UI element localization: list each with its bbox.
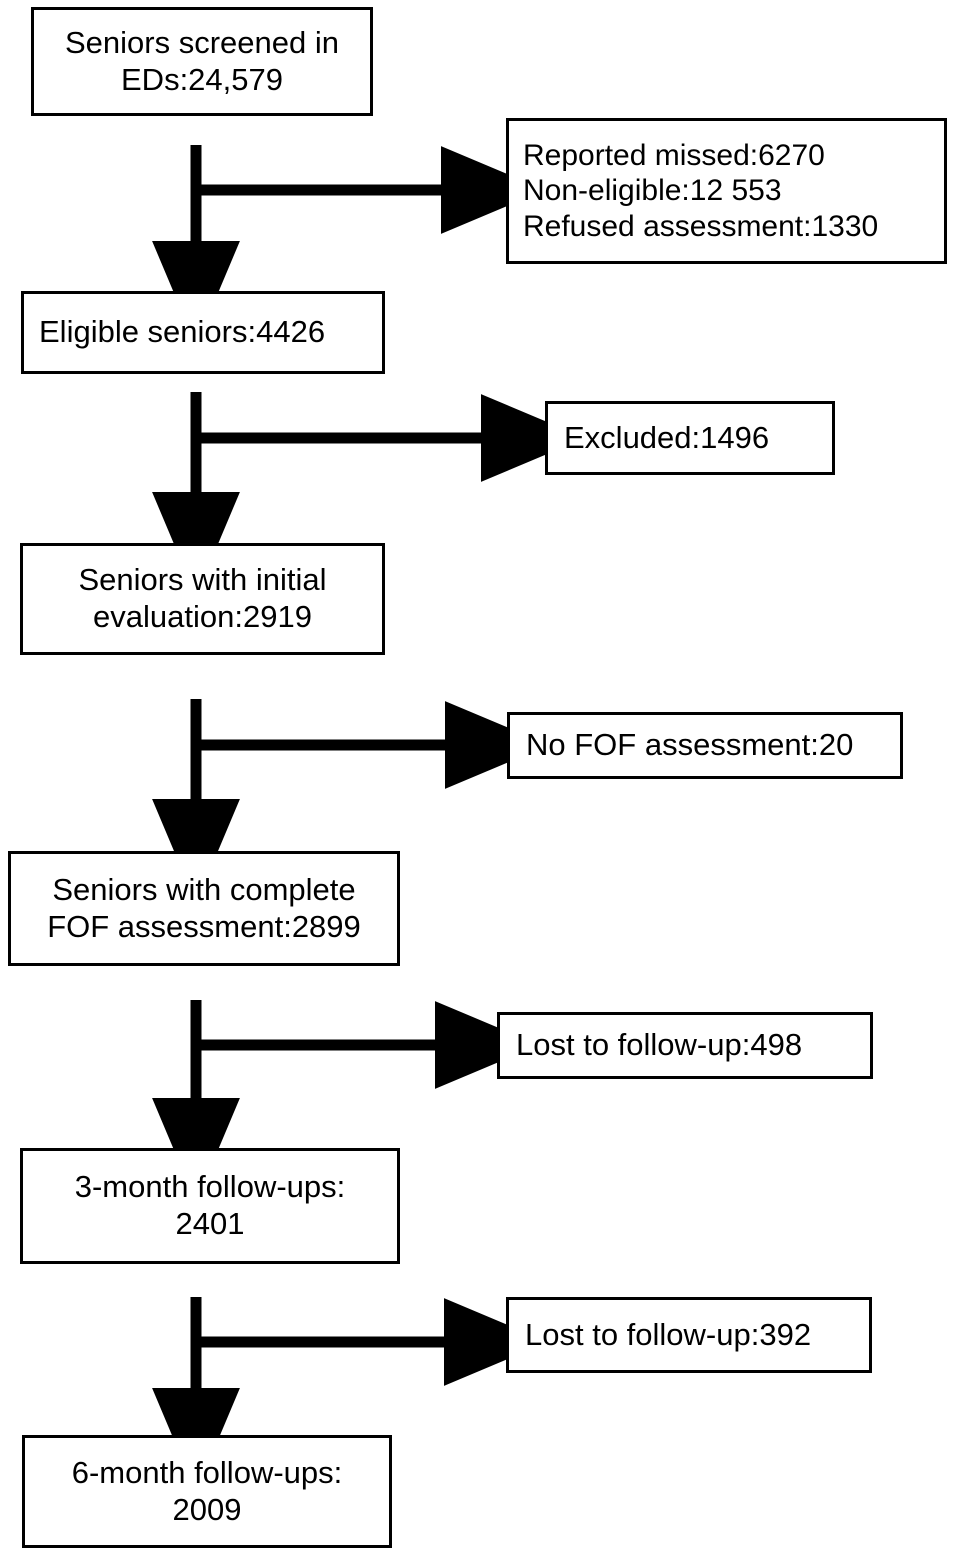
node-lost-to-followup-2: Lost to follow-up:392	[506, 1297, 872, 1373]
node-seniors-screened: Seniors screened in EDs:24,579	[31, 7, 373, 116]
node-followup-3-month-label: 3-month follow-ups: 2401	[74, 1169, 346, 1241]
node-no-fof-assessment-label: No FOF assessment:20	[526, 727, 854, 763]
node-lost-to-followup-1: Lost to follow-up:498	[497, 1012, 873, 1079]
node-complete-fof-assessment-label: Seniors with complete FOF assessment:289…	[47, 871, 361, 944]
node-eligible-seniors-label: Eligible seniors:4426	[39, 314, 326, 350]
node-excluded: Excluded:1496	[545, 401, 835, 475]
node-lost-to-followup-2-label: Lost to follow-up:392	[525, 1316, 812, 1352]
node-initial-evaluation: Seniors with initial evaluation:2919	[20, 543, 385, 655]
node-followup-6-month-label: 6-month follow-ups: 2009	[71, 1454, 343, 1527]
node-seniors-screened-label: Seniors screened in EDs:24,579	[65, 24, 339, 97]
node-initial-evaluation-label: Seniors with initial evaluation:2919	[78, 562, 327, 634]
node-no-fof-assessment: No FOF assessment:20	[507, 712, 903, 779]
node-excluded-reasons: Reported missed:6270 Non-eligible:12 553…	[506, 118, 947, 264]
node-followup-3-month: 3-month follow-ups: 2401	[20, 1148, 400, 1264]
node-complete-fof-assessment: Seniors with complete FOF assessment:289…	[8, 851, 400, 966]
node-excluded-reasons-label: Reported missed:6270 Non-eligible:12 553…	[523, 138, 879, 243]
node-followup-6-month: 6-month follow-ups: 2009	[22, 1435, 392, 1548]
node-excluded-label: Excluded:1496	[564, 419, 770, 455]
node-lost-to-followup-1-label: Lost to follow-up:498	[516, 1027, 803, 1063]
node-eligible-seniors: Eligible seniors:4426	[21, 291, 385, 374]
